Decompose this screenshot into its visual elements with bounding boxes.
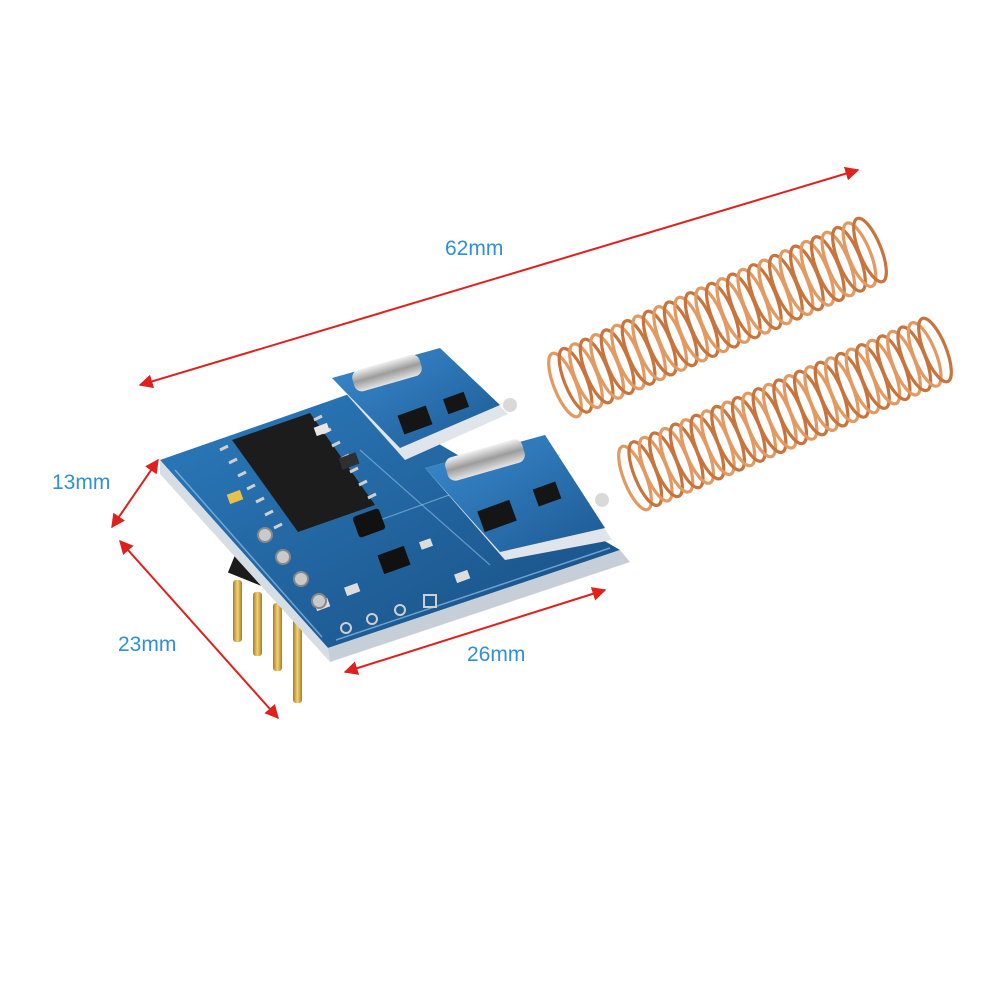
depth-label: 23mm	[118, 633, 177, 656]
rf-receiver-board-2	[425, 435, 612, 560]
width-arrow	[343, 587, 607, 675]
antenna-1	[547, 216, 888, 419]
dimension-arrows	[111, 166, 860, 720]
height-label: 13mm	[52, 471, 111, 494]
depth-arrow	[119, 539, 279, 720]
smd-components	[226, 422, 471, 634]
width-label: 26mm	[467, 643, 526, 666]
antenna-2	[617, 316, 953, 512]
main-ic-chip	[219, 413, 377, 532]
length-label: 62mm	[445, 237, 504, 260]
rf-receiver-board-1	[332, 348, 517, 460]
height-arrow	[111, 458, 159, 529]
length-arrow	[138, 166, 860, 389]
